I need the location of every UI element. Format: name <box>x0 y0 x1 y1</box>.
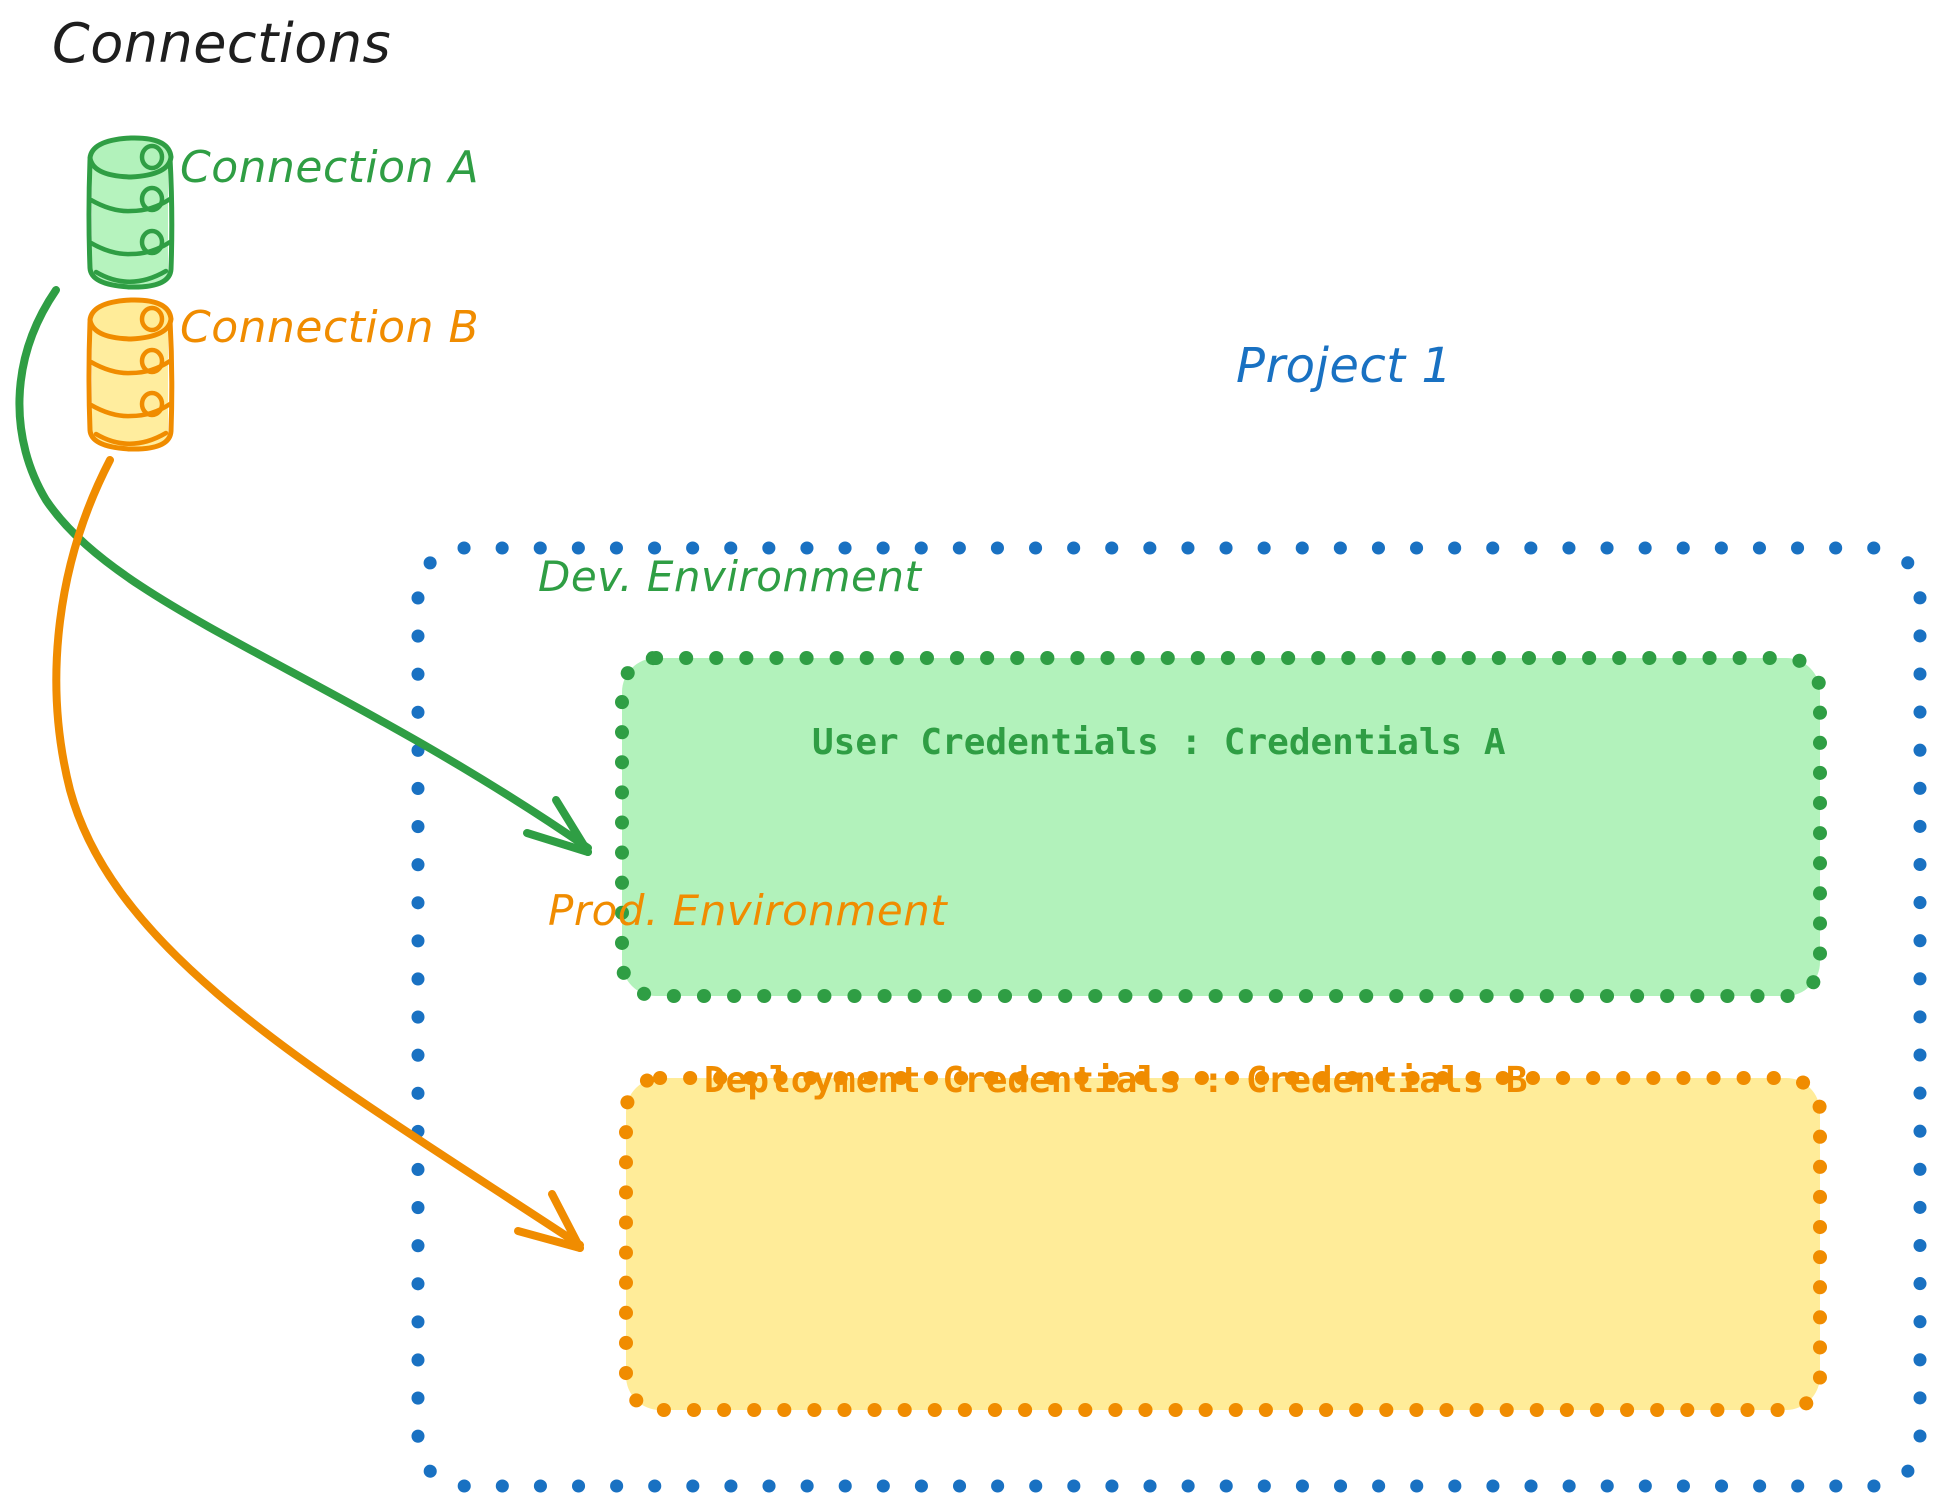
project-title: Project 1 <box>1236 338 1453 394</box>
prod-environment-title: Prod. Environment <box>548 886 948 935</box>
connection-b-label[interactable]: Connection B <box>180 302 480 353</box>
database-icon-connection-a[interactable] <box>86 135 175 290</box>
dev-environment-credentials: User Credentials : Credentials A <box>812 722 1506 763</box>
page-title: Connections <box>52 12 392 75</box>
database-icon-connection-b[interactable] <box>86 297 175 452</box>
prod-environment-box[interactable] <box>619 1071 1827 1417</box>
dev-environment-box[interactable] <box>615 651 1827 1003</box>
prod-environment-credentials: Deployment Credentials : Credentials B <box>704 1060 1528 1101</box>
connection-a-label[interactable]: Connection A <box>180 142 480 193</box>
arrow-connection-b-to-prod[interactable] <box>52 456 584 1252</box>
dev-environment-title: Dev. Environment <box>538 552 922 601</box>
arrow-connection-a-to-dev[interactable] <box>15 286 592 856</box>
project-boundary[interactable] <box>411 541 1927 1493</box>
